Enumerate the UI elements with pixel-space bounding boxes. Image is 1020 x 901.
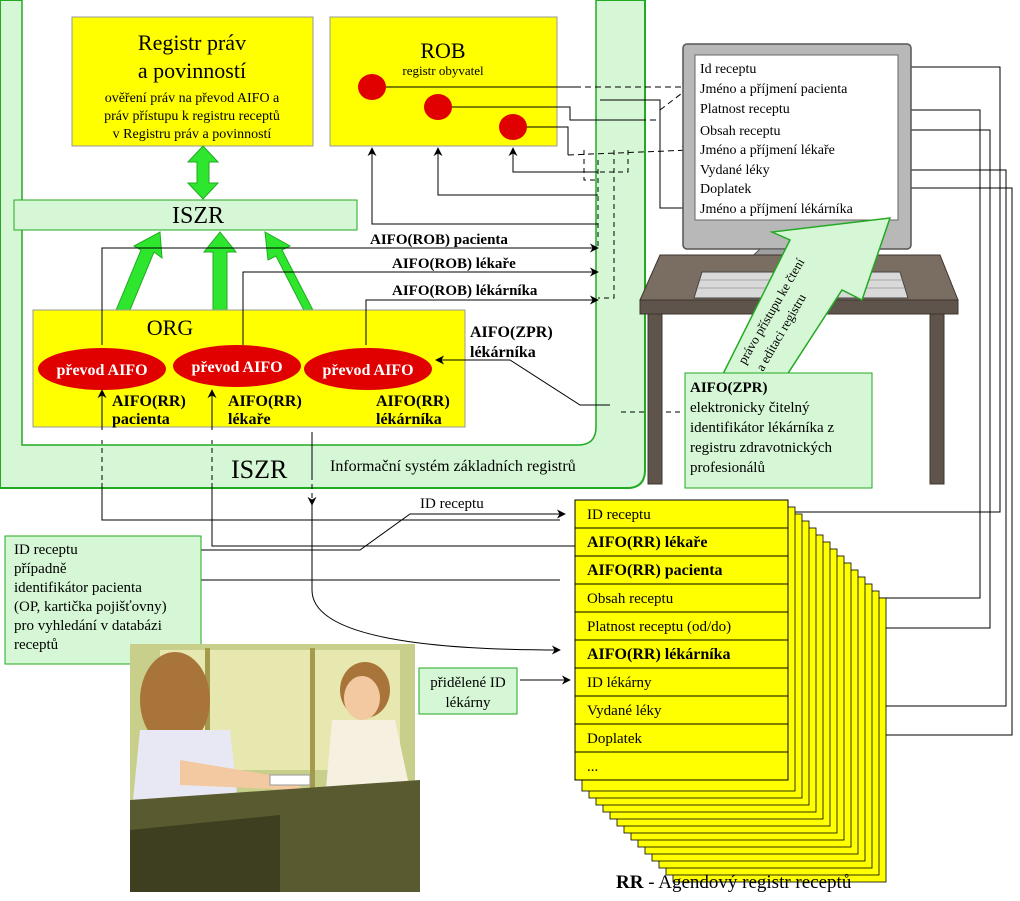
rr-row [574, 723, 789, 753]
zpr-note-title: AIFO(ZPR) [690, 380, 768, 396]
left-note-line: (OP, kartička pojišťovny) [14, 599, 167, 615]
left-note-line: identifikátor pacienta [14, 580, 142, 596]
prevod-aifo-doctor [173, 345, 301, 387]
screen-item-patient-name: Jméno a příjmení pacienta [700, 82, 848, 97]
prevod-aifo-patient [38, 348, 166, 390]
id-receptu-label: ID receptu [420, 496, 484, 512]
rob-record-dot [358, 74, 386, 100]
zpr-note-line: identifikátor lékárníka z [690, 420, 834, 436]
rr-caption-rest: - Agendový registr receptů [648, 872, 852, 893]
prevod-aifo-label: převod AIFO [191, 359, 282, 376]
screen-item-pharmacist-name: Jméno a příjmení lékárníka [700, 202, 854, 217]
registr-prav-title-1: Registr práv [138, 30, 246, 55]
rr-row-label: ID receptu [587, 507, 651, 523]
prevod-aifo-label: převod AIFO [56, 362, 147, 379]
desk-leg [929, 313, 945, 485]
rob-record-dot [499, 114, 527, 140]
rr-row-label: Vydané léky [587, 703, 662, 719]
iszr-footer-caption: Informační systém základních registrů [330, 458, 576, 475]
rr-row-label: Platnost receptu (od/do) [587, 619, 731, 635]
rr-caption-bold: RR [616, 872, 644, 893]
rr-row-label: Doplatek [587, 731, 642, 747]
rob-record-dot [424, 94, 452, 120]
aifo-rr-pharmacist-l2: lékárníka [376, 411, 442, 428]
rob-title: ROB [420, 38, 465, 63]
aifo-rob-patient-label: AIFO(ROB) pacienta [370, 232, 508, 248]
iszr-bar-label: ISZR [172, 203, 224, 229]
zpr-note-line: registru zdravotnických [690, 440, 833, 456]
green-double-arrow [186, 145, 220, 200]
aifo-rob-doctor-label: AIFO(ROB) lékaře [392, 256, 516, 272]
registr-prav-desc-2: práv přístupu k registru receptů [104, 109, 280, 124]
iszr-bar: ISZR [13, 199, 358, 231]
org-title: ORG [147, 315, 194, 340]
aifo-zpr-side-l2: lékárníka [470, 344, 536, 361]
rr-row-label: AIFO(RR) pacienta [587, 562, 723, 579]
screen-item-copay: Doplatek [700, 182, 751, 197]
iszr-footer-label: ISZR [231, 455, 288, 484]
screen-item-dispensed: Vydané léky [700, 163, 770, 178]
zpr-note-line: elektronicky čitelný [690, 400, 810, 416]
rr-row [574, 639, 789, 669]
prevod-aifo-label: převod AIFO [322, 362, 413, 379]
rr-row-label: Obsah receptu [587, 591, 674, 607]
left-note-line: pro vyhledání v databázi [14, 618, 162, 634]
desk-leg [647, 313, 663, 485]
rr-row [574, 499, 789, 529]
screen-item-validity: Platnost receptu [700, 102, 790, 117]
rr-caption: RR - Agendový registr receptů [616, 872, 852, 893]
registr-prav-desc-1: ověření práv na převod AIFO a [105, 91, 280, 106]
prevod-aifo-pharmacist [304, 348, 432, 390]
registr-prav-title-2: a povinností [138, 58, 246, 83]
aifo-rr-patient-l2: pacienta [112, 411, 170, 428]
aifo-zpr-note: AIFO(ZPR) elektronicky čitelný identifik… [684, 372, 873, 489]
zpr-note-line: profesionálů [690, 460, 765, 476]
pharmacy-counter-illustration [130, 644, 420, 892]
aifo-rr-doctor-l1: AIFO(RR) [228, 393, 302, 410]
rr-row-label: AIFO(RR) lékárníka [587, 646, 731, 663]
aifo-rr-pharmacist-l1: AIFO(RR) [376, 393, 450, 410]
rr-row [574, 527, 789, 557]
monitor-screen [694, 54, 899, 221]
left-note-line: případně [14, 561, 67, 577]
rob-box: ROB registr obyvatel [329, 16, 558, 147]
rr-row [574, 583, 789, 613]
left-note-line: receptů [14, 637, 59, 653]
screen-item-content: Obsah receptu [700, 124, 780, 139]
screen-item-doctor-name: Jméno a příjmení lékaře [700, 143, 835, 158]
org-box: ORG převod AIFO převod AIFO převod AIFO … [32, 309, 466, 428]
rr-row-label: AIFO(RR) lékaře [587, 534, 707, 551]
rr-row-label: ID lékárny [587, 675, 652, 691]
registr-prav-box: Registr práv a povinností ověření práv n… [71, 16, 314, 147]
rr-row-label: ... [587, 759, 598, 775]
computer-illustration: Id receptu Jméno a příjmení pacienta Pla… [639, 43, 959, 485]
aifo-rr-patient-l1: AIFO(RR) [112, 393, 186, 410]
aifo-rob-pharmacist-label: AIFO(ROB) lékárníka [392, 283, 538, 299]
left-note-line: ID receptu [14, 542, 78, 558]
pharmacy-id-note-l2: lékárny [446, 695, 491, 711]
rob-subtitle: registr obyvatel [402, 63, 484, 78]
aifo-rr-doctor-l2: lékaře [228, 411, 271, 428]
rr-row [574, 555, 789, 585]
left-note: ID receptu případně identifikátor pacien… [4, 535, 202, 665]
pharmacy-id-note-l1: přidělené ID [430, 675, 506, 691]
rr-row [574, 611, 789, 641]
screen-item-id-receptu: Id receptu [700, 62, 756, 77]
aifo-zpr-side-l1: AIFO(ZPR) [470, 324, 553, 341]
rr-row [574, 751, 789, 781]
registr-prav-desc-3: v Registru práv a povinností [113, 127, 272, 142]
pharmacy-id-note: přidělené ID lékárny [418, 667, 518, 715]
